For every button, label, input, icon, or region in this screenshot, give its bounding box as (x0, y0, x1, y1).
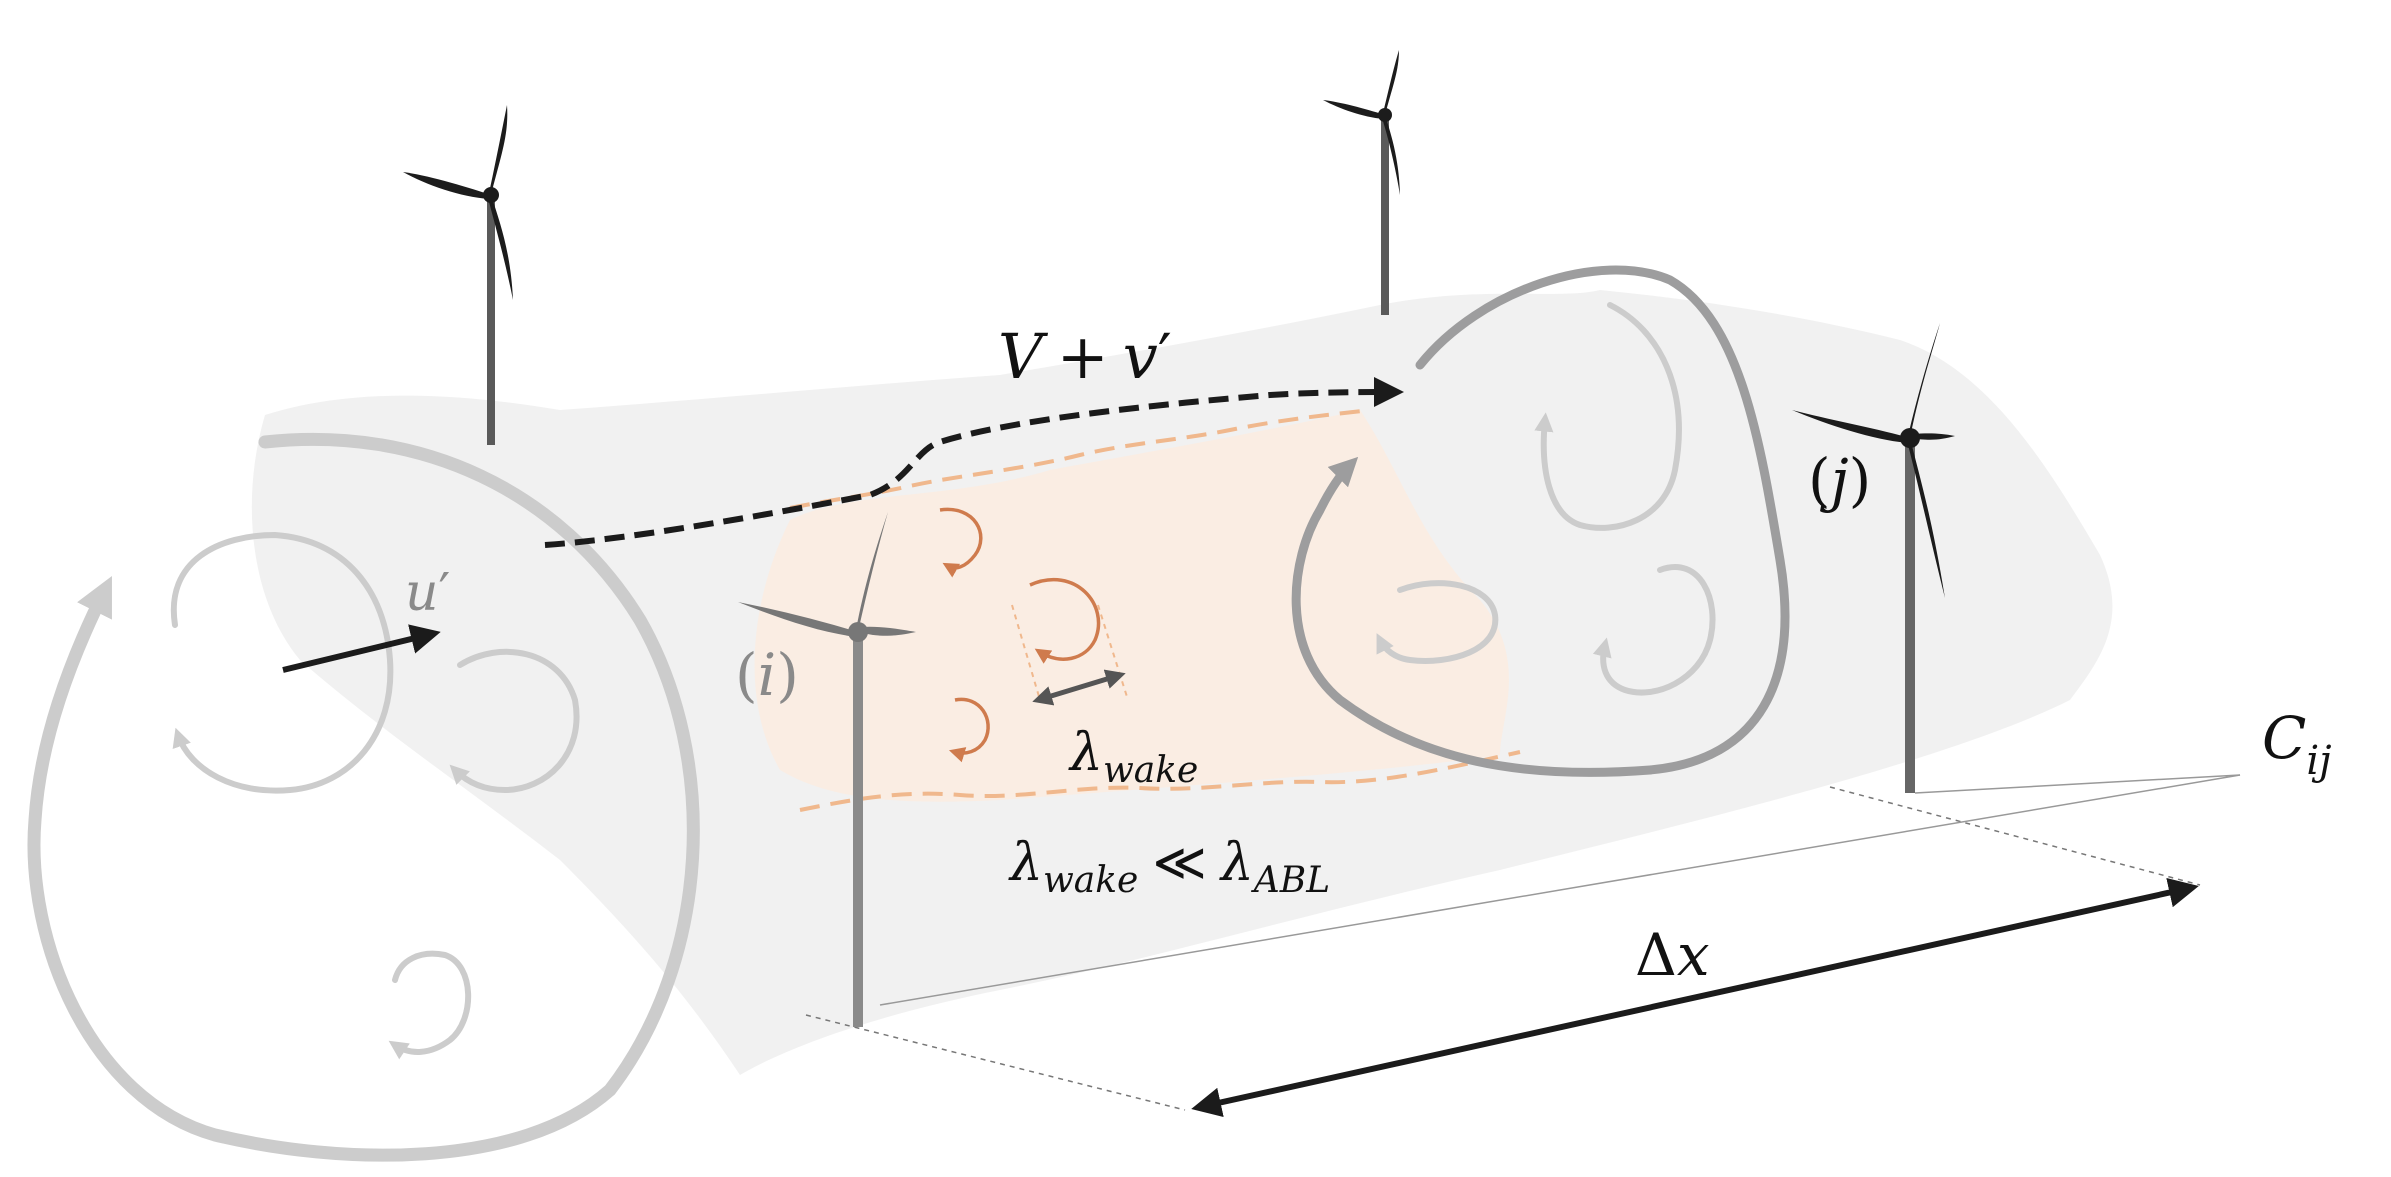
small-eddy-left-1 (170, 531, 394, 794)
wind-turbine-icon (853, 632, 863, 1027)
wake-lower-boundary (799, 750, 1521, 812)
large-abl-eddy-right (1291, 265, 1790, 777)
wake-upper-boundary (789, 408, 1371, 510)
mean-flow-label: V+v′ (998, 320, 1172, 393)
baseline-j (1829, 786, 2201, 886)
wind-turbine-icon (1381, 115, 1389, 315)
cij-line-j (1914, 774, 2241, 794)
delta-x-arrow (1191, 877, 2199, 1118)
small-eddy-right-3 (1592, 564, 1716, 696)
turbine-i-label: (i) (735, 641, 799, 709)
small-eddy-right-2 (1376, 580, 1499, 664)
u-prime-label: u′ (405, 563, 450, 623)
correlation-label: Cij (2262, 704, 2332, 784)
wind-turbine-icon (1905, 438, 1915, 793)
separation-label: Δx (1635, 921, 1710, 989)
turbine-upwind-right (1323, 50, 1400, 315)
turbine-i (738, 512, 916, 1027)
u-prime-arrow (282, 624, 441, 673)
wake-eddy-3 (948, 697, 990, 763)
baseline-i (805, 1014, 1186, 1111)
wake-scale-arrow (1032, 669, 1126, 706)
wake-scale-label: λwake (1068, 723, 1198, 791)
large-abl-eddy-left (27, 432, 700, 1162)
scale-relation-label: λwake≪λABL (1008, 833, 1330, 901)
turbine-upwind-left (403, 105, 513, 445)
small-eddy-left-3 (388, 950, 472, 1060)
small-eddy-right-1 (1534, 302, 1682, 531)
small-eddy-left-2 (449, 648, 580, 794)
wake-eddy-1 (939, 507, 983, 578)
wind-turbine-icon (487, 195, 495, 445)
turbine-j (1792, 323, 1955, 793)
turbine-j-label: (j) (1808, 446, 1871, 514)
mean-flow-arrow (544, 377, 1404, 548)
wake-eddy-2 (1029, 577, 1101, 664)
